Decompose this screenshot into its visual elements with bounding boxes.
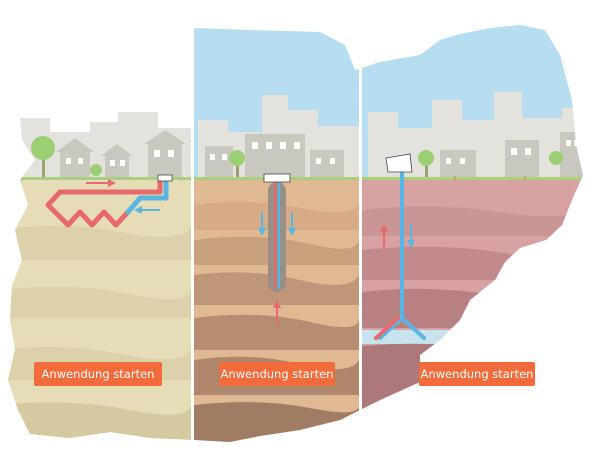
groundwater-layer	[362, 330, 583, 344]
start-application-button-borehole-probe[interactable]: Anwendung starten	[219, 362, 335, 386]
heat-pump-icon	[263, 173, 291, 183]
tree-icon	[229, 150, 245, 178]
panel-divider	[191, 20, 194, 450]
flow-arrows	[86, 179, 160, 214]
heat-pump-icon	[385, 153, 413, 173]
start-application-button-groundwater-well[interactable]: Anwendung starten	[419, 362, 535, 386]
start-application-button-horizontal-collector[interactable]: Anwendung starten	[34, 362, 162, 386]
flow-arrows	[258, 212, 296, 324]
panel-divider	[359, 20, 362, 450]
tree-icon	[418, 150, 434, 178]
horizontal-collector-pipes	[45, 175, 169, 228]
panel-horizontal-collector	[8, 25, 191, 442]
heat-pump-icon	[157, 174, 173, 182]
well-pipes	[374, 170, 426, 340]
panel-borehole-probe	[194, 25, 359, 442]
flow-arrows	[380, 224, 415, 248]
panel-groundwater-well	[362, 25, 583, 442]
tree-icon	[31, 136, 55, 178]
borehole-probe	[268, 182, 286, 292]
